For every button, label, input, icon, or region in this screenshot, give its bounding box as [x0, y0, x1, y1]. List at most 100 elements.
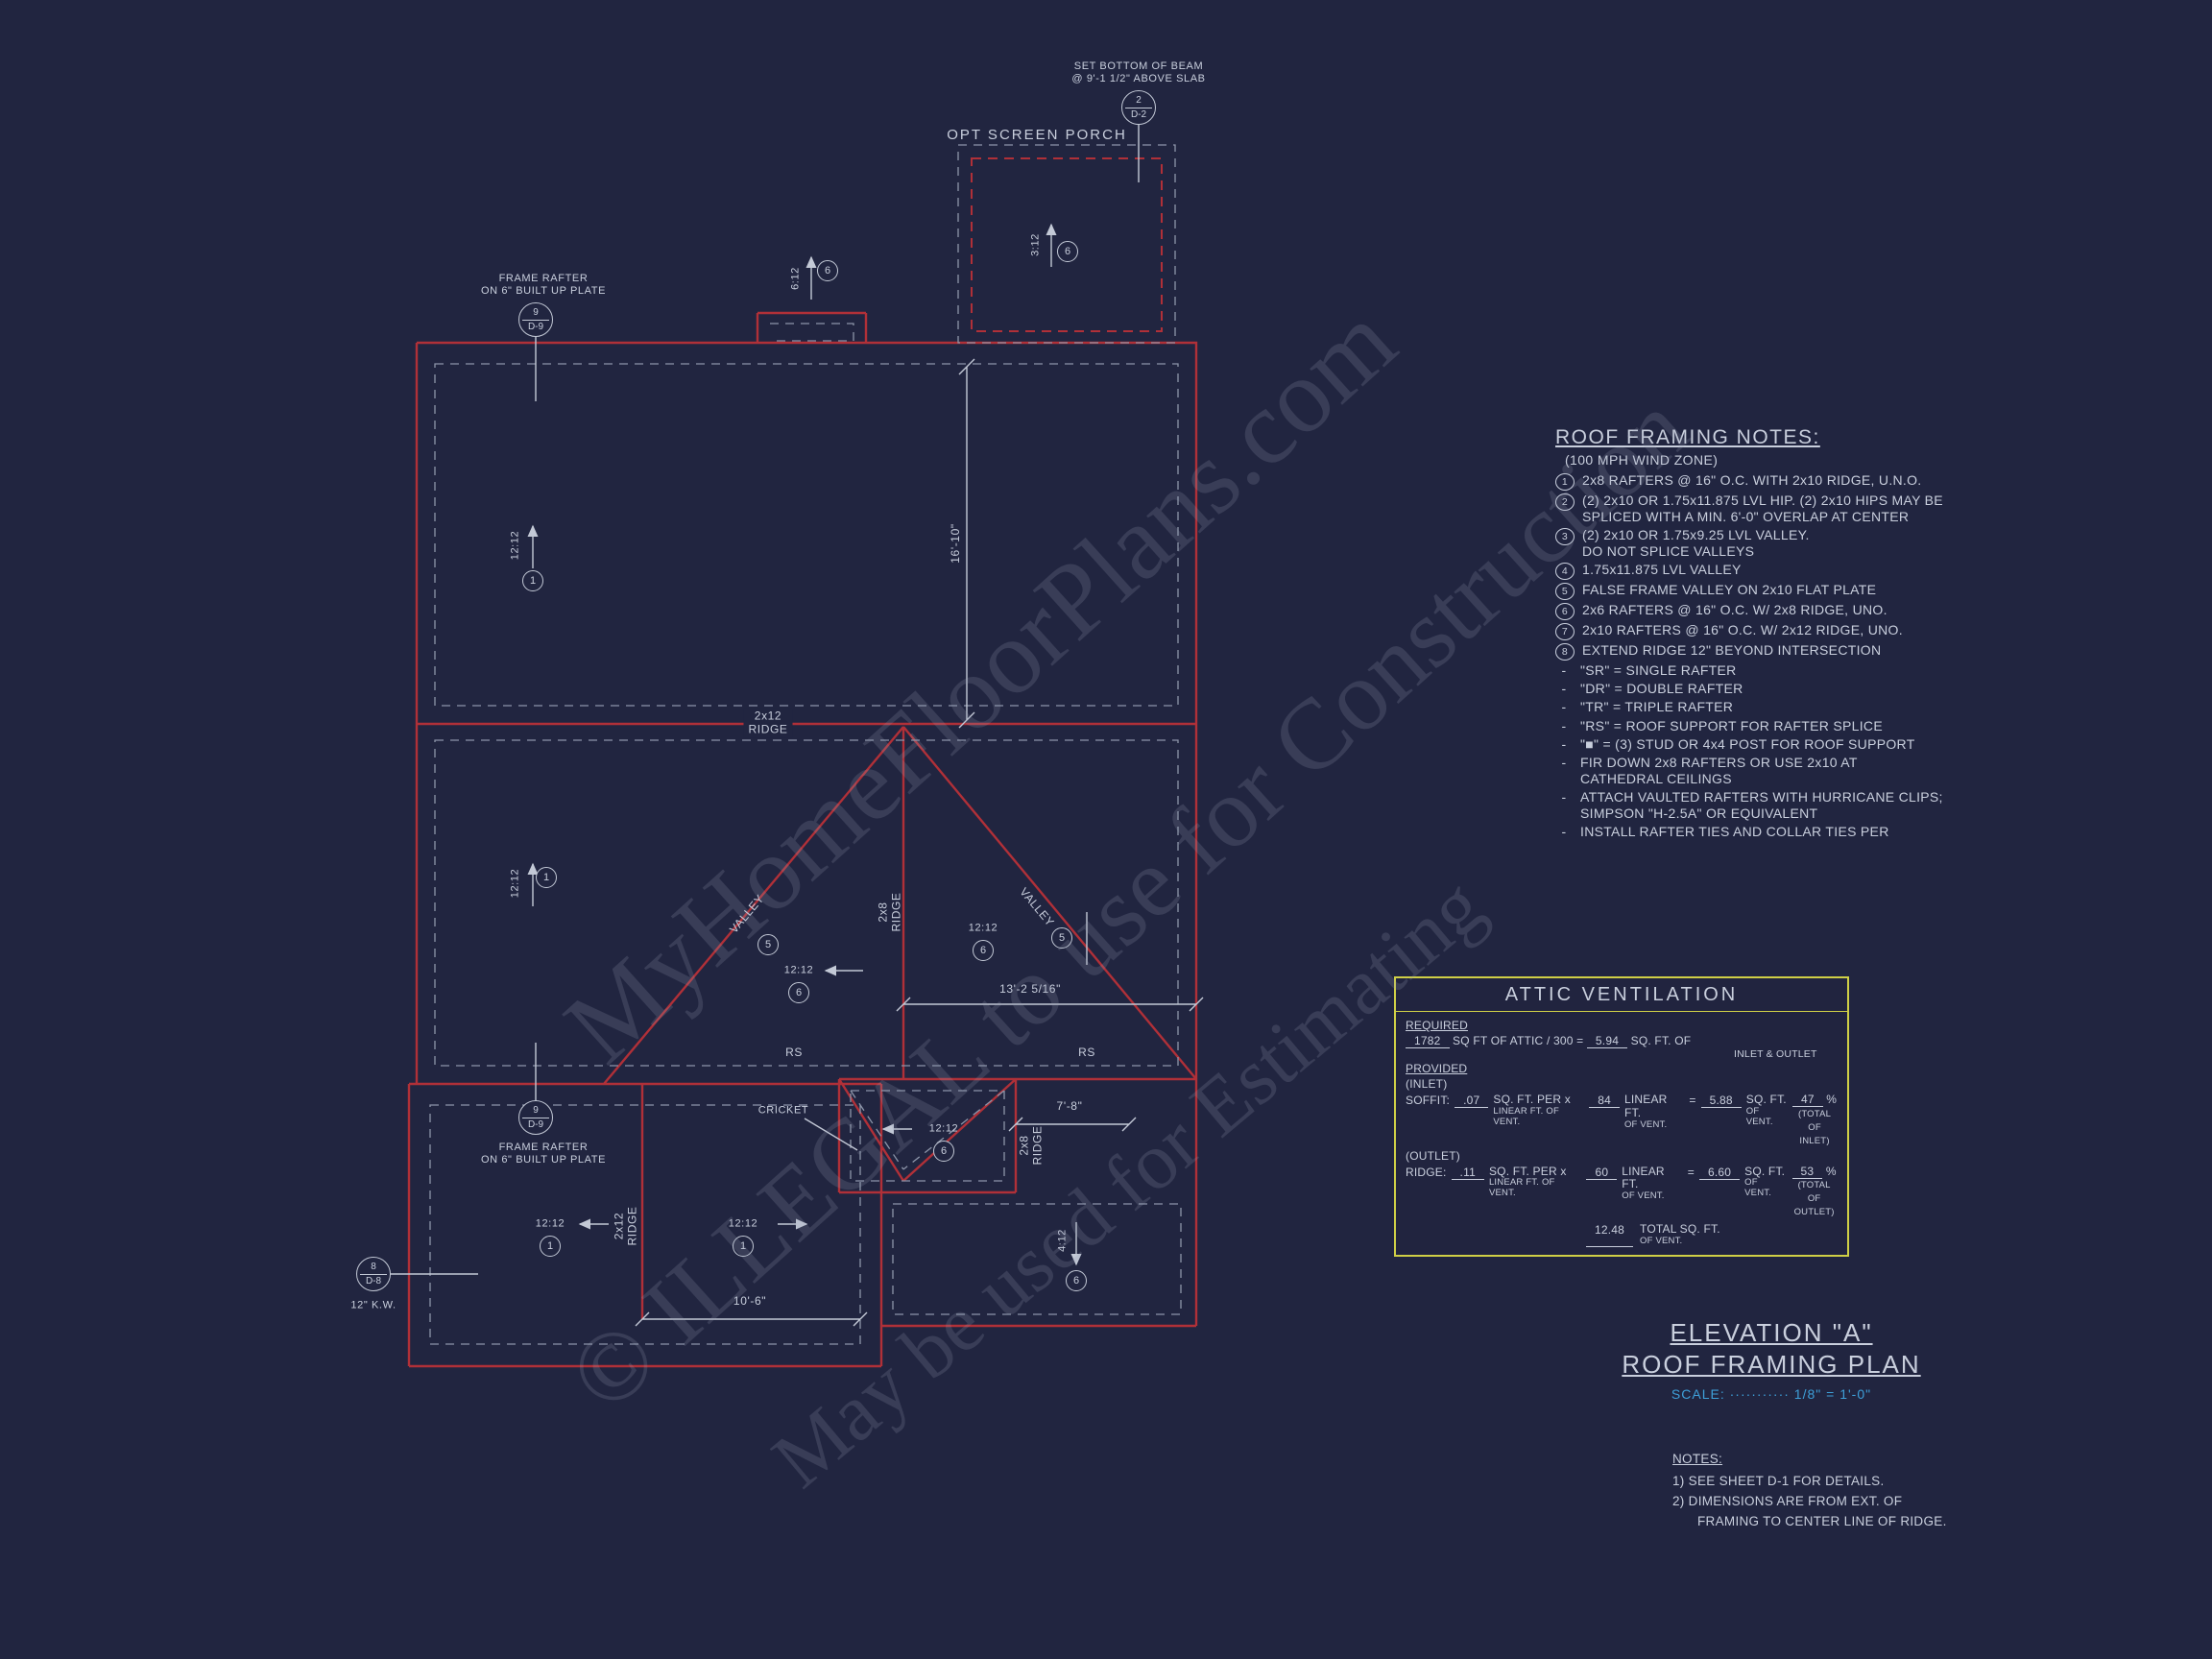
framing-note-item: 5 FALSE FRAME VALLEY ON 2x10 FLAT PLATE: [1555, 582, 1997, 601]
roof-support-label-left: RS: [785, 1045, 803, 1059]
dim-7-8: 7'-8": [1056, 1098, 1083, 1113]
frame-rafter-note-top: FRAME RAFTER ON 6" BUILT UP PLATE: [480, 272, 607, 297]
vent-required-sqft: 5.94: [1586, 1034, 1628, 1048]
framing-note-item: 4 1.75x11.875 LVL VALLEY: [1555, 562, 1997, 581]
framing-note-item: 1 2x8 RAFTERS @ 16" O.C. WITH 2x10 RIDGE…: [1555, 472, 1997, 491]
rafter-detail-callout-bottom: 9 D-9: [518, 1100, 553, 1135]
note-number-bubble: 2: [1555, 493, 1575, 511]
notes-subtitle: (100 MPH WIND ZONE): [1565, 452, 1719, 468]
pitch-marker-lower-left-b: 12:12: [728, 1217, 758, 1230]
vent-outlet-pct: 53: [1791, 1164, 1823, 1179]
notes-title: ROOF FRAMING NOTES:: [1555, 426, 1820, 448]
sheet-notes-title: NOTES:: [1672, 1452, 1723, 1466]
sheet-notes: NOTES: 1) SEE SHEET D-1 FOR DETAILS. 2) …: [1672, 1450, 1947, 1532]
vent-rate-unit: SQ. FT. PER x: [1488, 1164, 1567, 1178]
pitch-marker-middle-left: 12:12: [509, 868, 521, 899]
note-dash-marker: -: [1561, 662, 1567, 679]
pitch-marker-top-bump: 6:12: [789, 267, 802, 290]
note-text: "DR" = DOUBLE RAFTER: [1580, 681, 1743, 697]
vent-attic-formula: SQ FT OF ATTIC / 300 =: [1453, 1034, 1584, 1047]
note-dash-marker: -: [1561, 754, 1567, 770]
frame-rafter-note-bottom: FRAME RAFTER ON 6" BUILT UP PLATE: [480, 1141, 607, 1166]
framing-note-item: - "■" = (3) STUD OR 4x4 POST FOR ROOF SU…: [1555, 736, 1997, 753]
framing-note-item: - INSTALL RAFTER TIES AND COLLAR TIES PE…: [1555, 824, 1997, 840]
note-bubble-1: 1: [733, 1236, 754, 1257]
vent-total-unit: SQ. FT.: [1745, 1093, 1787, 1106]
scale-note: SCALE: ··········· 1/8" = 1'-0": [1622, 1386, 1920, 1402]
rafter-detail-callout-top: 9 D-9: [518, 302, 553, 337]
vent-grand-total-label: TOTAL SQ. FT.: [1640, 1222, 1720, 1237]
note-text: (2) 2x10 OR 1.75x11.875 LVL HIP. (2) 2x1…: [1582, 493, 1943, 525]
note-bubble-6: 6: [1066, 1270, 1087, 1291]
framing-note-item: - "SR" = SINGLE RAFTER: [1555, 662, 1997, 679]
vent-required-label: REQUIRED: [1406, 1019, 1468, 1032]
vent-soffit-rate: .07: [1455, 1094, 1489, 1108]
porch-framing-dashed: [971, 157, 1163, 332]
vent-total-unit-sub: OF VENT.: [1745, 1105, 1773, 1127]
note-text: INSTALL RAFTER TIES AND COLLAR TIES PER: [1580, 824, 1889, 840]
kneewall-callout-number: 8: [360, 1262, 387, 1275]
note-number-bubble: 1: [1555, 473, 1575, 491]
framing-note-item: - ATTACH VAULTED RAFTERS WITH HURRICANE …: [1555, 789, 1997, 822]
vent-ridge-total: 6.60: [1698, 1166, 1741, 1180]
pitch-marker-porch: 3:12: [1029, 233, 1042, 256]
note-bubble-6: 6: [1057, 241, 1078, 262]
framing-note-item: 7 2x10 RAFTERS @ 16" O.C. W/ 2x12 RIDGE,…: [1555, 622, 1997, 641]
scale-label: SCALE:: [1671, 1386, 1725, 1402]
attic-ventilation-body: REQUIRED 1782 SQ FT OF ATTIC / 300 = 5.9…: [1396, 1012, 1847, 1255]
vent-outlet-label: (OUTLET): [1406, 1148, 1460, 1163]
vent-rate-unit-sub: LINEAR FT. OF VENT.: [1493, 1105, 1559, 1127]
pitch-marker-upper-left: 12:12: [509, 530, 521, 561]
vent-linear-unit-sub: OF VENT.: [1623, 1118, 1668, 1130]
roof-support-label-right: RS: [1078, 1045, 1095, 1059]
note-dash-marker: -: [1561, 735, 1567, 752]
sheet-note-2-cont: FRAMING TO CENTER LINE OF RIDGE.: [1697, 1513, 1947, 1528]
note-bubble-6: 6: [933, 1141, 954, 1162]
note-bubble-5: 5: [757, 934, 779, 955]
note-number-bubble: 4: [1555, 563, 1575, 581]
vent-equals: =: [1689, 1094, 1696, 1107]
vent-rate-unit-sub: LINEAR FT. OF VENT.: [1488, 1177, 1555, 1199]
vent-inlet-label: (INLET): [1406, 1077, 1448, 1091]
vent-grand-total: 12.48: [1586, 1223, 1634, 1247]
note-bubble-6: 6: [817, 260, 838, 281]
vent-soffit-linear: 84: [1589, 1094, 1620, 1108]
note-text: ATTACH VAULTED RAFTERS WITH HURRICANE CL…: [1580, 788, 1943, 821]
note-text: 2x10 RAFTERS @ 16" O.C. W/ 2x12 RIDGE, U…: [1582, 622, 1903, 638]
drawing-title-block: ELEVATION "A" ROOF FRAMING PLAN SCALE: ·…: [1622, 1317, 1920, 1402]
sheet-note-2: 2) DIMENSIONS ARE FROM EXT. OF: [1672, 1493, 1903, 1508]
pitch-marker-lower-left-a: 12:12: [535, 1217, 565, 1230]
vent-equals: =: [1687, 1165, 1695, 1179]
note-number-bubble: 6: [1555, 603, 1575, 621]
vent-total-unit-sub: OF VENT.: [1744, 1177, 1772, 1199]
note-number-bubble: 8: [1555, 643, 1575, 661]
attic-ventilation-panel: ATTIC VENTILATION REQUIRED 1782 SQ FT OF…: [1394, 976, 1849, 1257]
vent-total-unit: SQ. FT.: [1744, 1164, 1786, 1178]
rafter-callout-sheet: D-9: [527, 1119, 544, 1130]
porch-label: OPT SCREEN PORCH: [947, 127, 1127, 143]
note-number-bubble: 7: [1555, 623, 1575, 641]
note-text: "■" = (3) STUD OR 4x4 POST FOR ROOF SUPP…: [1580, 735, 1915, 752]
vent-linear-unit: LINEAR FT.: [1622, 1164, 1665, 1191]
vent-grand-total-row: 12.48 TOTAL SQ. FT.OF VENT.: [1586, 1222, 1838, 1247]
rafter-callout-sheet: D-9: [527, 322, 544, 332]
vent-ridge-rate: .11: [1451, 1166, 1484, 1180]
note-text: EXTEND RIDGE 12" BEYOND INTERSECTION: [1582, 642, 1882, 659]
note-text: 2x8 RAFTERS @ 16" O.C. WITH 2x10 RIDGE, …: [1582, 472, 1922, 488]
kneewall-detail-callout: 8 D-8: [356, 1257, 391, 1291]
note-text: FIR DOWN 2x8 RAFTERS OR USE 2x10 AT CATH…: [1580, 754, 1858, 786]
framing-note-item: 8 EXTEND RIDGE 12" BEYOND INTERSECTION: [1555, 642, 1997, 661]
roof-outline-red: [407, 311, 1198, 1368]
vent-linear-unit-sub: OF VENT.: [1622, 1190, 1665, 1202]
kneewall-label: 12" K.W.: [350, 1299, 397, 1311]
note-text: 1.75x11.875 LVL VALLEY: [1582, 562, 1742, 578]
note-bubble-1: 1: [540, 1236, 561, 1257]
dim-16-10: 16'-10": [948, 523, 962, 564]
note-text: FALSE FRAME VALLEY ON 2x10 FLAT PLATE: [1582, 582, 1877, 598]
percent-sign: %: [1825, 1164, 1837, 1178]
wall-lines-dashed: [429, 144, 1182, 1345]
vent-soffit-total: 5.88: [1700, 1094, 1742, 1108]
